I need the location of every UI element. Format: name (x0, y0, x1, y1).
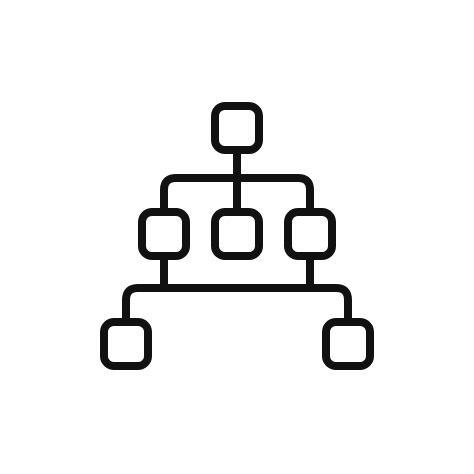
connector-bottom-bar (122, 284, 352, 326)
node-level3-left (100, 318, 152, 370)
node-root (211, 102, 263, 154)
node-level2-left (138, 208, 190, 260)
node-level2-center (211, 208, 263, 260)
node-level3-right (322, 318, 374, 370)
node-level2-right (284, 208, 336, 260)
connector-top-bar (160, 174, 314, 216)
